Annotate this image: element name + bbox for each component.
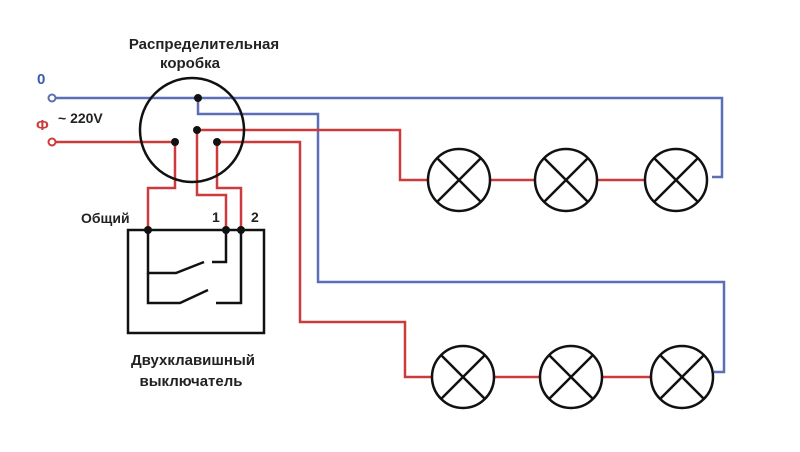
lamp-cross-icon (533, 147, 599, 213)
phase-wires (52, 128, 650, 379)
phase-input-terminal (47, 137, 57, 147)
switch2-out-wire (215, 142, 243, 230)
lower-feed-wire (217, 140, 432, 379)
lamp-cross-icon (538, 344, 604, 410)
junction-node-phase (171, 138, 179, 146)
neutral-wires (52, 96, 726, 374)
junction-node-neutral (194, 94, 202, 102)
junction-node-out1 (193, 126, 201, 134)
two-gang-switch (126, 228, 266, 335)
junction-box-title-line2: коробка (160, 55, 221, 72)
switch-node-2 (237, 226, 245, 234)
neutral-lower-wire (196, 98, 726, 374)
lamp-cross-icon (426, 147, 492, 213)
switch-contact-2 (146, 230, 243, 305)
upper-lamp-row (426, 147, 709, 213)
switch-contact-1 (146, 230, 228, 275)
lamp-cross-icon (643, 147, 709, 213)
junction-box (138, 76, 246, 184)
switch-node-common (144, 226, 152, 234)
switch-body (126, 228, 266, 335)
phase-label: Ф (36, 117, 49, 134)
switch1-out-wire (195, 130, 228, 230)
voltage-label: ~ 220V (58, 110, 103, 126)
neutral-input-terminal (47, 93, 57, 103)
common-terminal-label: Общий (81, 210, 130, 226)
terminal-2-label: 2 (251, 209, 259, 225)
switch-title-line1: Двухклавишный (131, 352, 255, 369)
phase-to-common-wire (146, 142, 177, 230)
lamp-cross-icon (430, 344, 496, 410)
lamp-cross-icon (649, 344, 715, 410)
switch-title-line2: выключатель (140, 373, 243, 390)
upper-feed-wire (197, 128, 428, 182)
switch-node-1 (222, 226, 230, 234)
lower-lamp-row (430, 344, 715, 410)
junction-box-title-line1: Распределительная (129, 36, 279, 53)
junction-node-out2 (213, 138, 221, 146)
neutral-input-wire (52, 96, 724, 179)
neutral-label: 0 (37, 71, 45, 88)
terminal-1-label: 1 (212, 209, 220, 225)
